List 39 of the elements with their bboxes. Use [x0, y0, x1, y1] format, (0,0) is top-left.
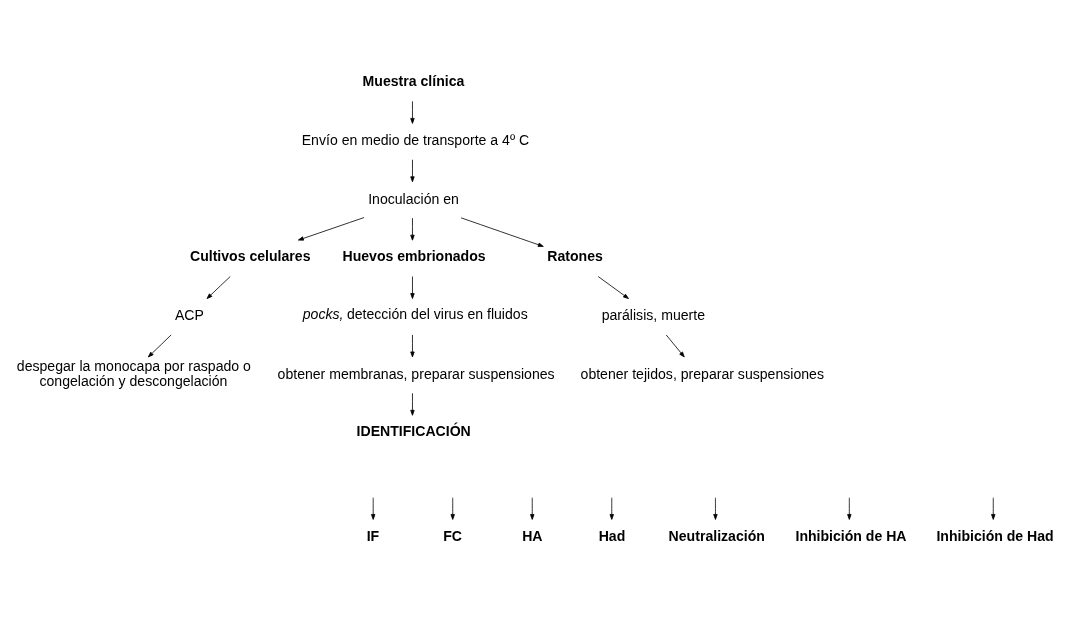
- node-text: IDENTIFICACIÓN: [356, 423, 471, 440]
- node-text: FC: [443, 527, 462, 544]
- node-text: Huevos embrionados: [342, 248, 486, 265]
- arrow: [410, 217, 415, 241]
- arrow: [847, 497, 852, 520]
- node-text: despegar la monocapa por raspado o congelación y descongelación: [16, 358, 251, 390]
- arrow: [147, 334, 172, 358]
- node-text: Inhibición de Had: [936, 527, 1054, 544]
- arrow: [206, 276, 231, 299]
- arrow: [609, 497, 614, 520]
- arrow: [460, 217, 544, 247]
- node-text: Cultivos celulares: [189, 248, 311, 265]
- arrow: [297, 217, 365, 241]
- arrow: [410, 100, 415, 124]
- node-text: IF: [366, 527, 380, 544]
- node-text: Inoculación en: [368, 190, 459, 207]
- arrow: [665, 334, 685, 358]
- arrow: [371, 497, 376, 520]
- node-text: HA: [522, 527, 543, 544]
- node-text: pocks, detección del virus en fluidos: [302, 306, 528, 323]
- arrow: [597, 276, 629, 299]
- arrow: [450, 497, 455, 520]
- node-text: Muestra clínica: [362, 72, 465, 89]
- arrow: [410, 276, 415, 299]
- arrow: [713, 497, 718, 520]
- arrow: [410, 159, 415, 183]
- node-text: Had: [598, 527, 626, 544]
- node-text: Neutralización: [668, 527, 765, 544]
- arrow: [410, 334, 415, 358]
- node-text: parálisis, muerte: [601, 307, 705, 324]
- node-text: Envío en medio de transporte a 4º C: [301, 132, 530, 149]
- node-text: Inhibición de HA: [795, 527, 907, 544]
- node-text: ACP: [174, 307, 204, 324]
- node-text: Ratones: [547, 248, 603, 265]
- arrow: [991, 497, 996, 520]
- arrow: [410, 392, 415, 416]
- arrow: [530, 497, 535, 520]
- node-text: obtener tejidos, preparar suspensiones: [580, 365, 824, 382]
- node-text: obtener membranas, preparar suspensiones: [277, 365, 555, 382]
